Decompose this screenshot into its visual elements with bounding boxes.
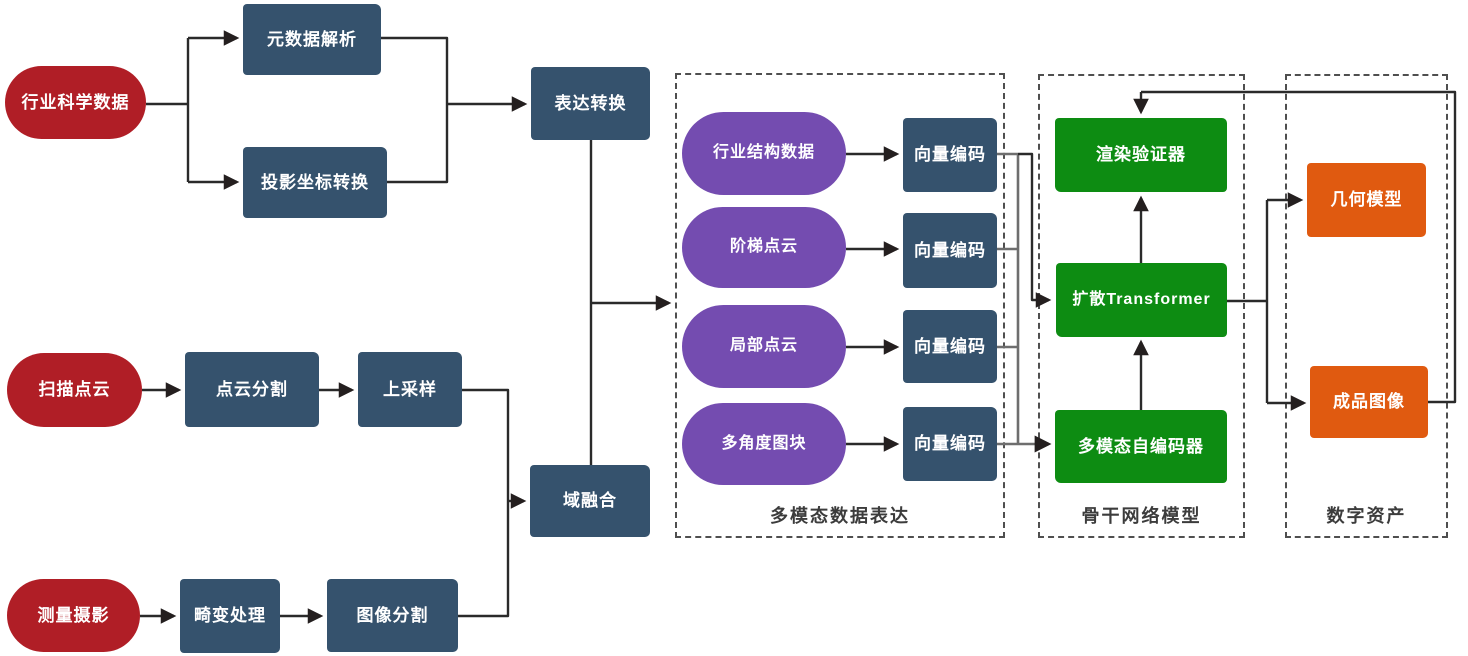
group-label-multimodal-representation: 多模态数据表达 — [770, 506, 910, 526]
node-projection-transform: 投影坐标转换 — [243, 147, 387, 218]
node-industry-structure-data: 行业结构数据 — [682, 112, 846, 195]
connector-diffusion-output-split — [1227, 200, 1269, 403]
group-label-backbone-network: 骨干网络模型 — [1081, 506, 1202, 526]
node-vector-encoding-2: 向量编码 — [903, 213, 997, 288]
node-multimodal-autoencoder: 多模态自编码器 — [1055, 410, 1227, 483]
node-distortion-processing: 畸变处理 — [180, 579, 280, 653]
group-label-digital-assets: 数字资产 — [1326, 506, 1407, 526]
node-survey-photography: 测量摄影 — [7, 579, 140, 652]
node-image-segmentation: 图像分割 — [327, 579, 458, 652]
node-vector-encoding-4: 向量编码 — [903, 407, 997, 481]
connector-industry-split — [146, 38, 190, 182]
connector-bus-to-diffusion — [1018, 152, 1052, 308]
connector-feedback-loop — [1141, 90, 1457, 404]
connector-upsample-imgseg-junction — [458, 388, 510, 618]
node-scan-point-cloud: 扫描点云 — [7, 353, 142, 427]
node-local-point-cloud: 局部点云 — [682, 305, 846, 388]
node-vector-encoding-1: 向量编码 — [903, 118, 997, 192]
node-final-image: 成品图像 — [1310, 366, 1428, 438]
node-vector-encoding-3: 向量编码 — [903, 310, 997, 383]
node-upsampling: 上采样 — [358, 352, 462, 427]
node-expression-conversion: 表达转换 — [531, 67, 650, 140]
node-metadata-parsing: 元数据解析 — [243, 4, 381, 75]
node-multi-angle-patches: 多角度图块 — [682, 403, 846, 485]
node-domain-fusion: 域融合 — [530, 465, 650, 537]
connector-encoder-bus — [997, 152, 1020, 446]
node-diffusion-transformer: 扩散Transformer — [1056, 263, 1227, 337]
connector-merge-top — [381, 36, 449, 184]
node-render-validator: 渲染验证器 — [1055, 118, 1227, 192]
group-digital-assets: 数字资产 — [1285, 74, 1448, 538]
node-stepped-point-cloud: 阶梯点云 — [682, 207, 846, 288]
group-multimodal-representation: 多模态数据表达 — [675, 73, 1005, 538]
node-point-cloud-segmentation: 点云分割 — [185, 352, 319, 427]
node-geometry-model: 几何模型 — [1307, 163, 1426, 237]
node-industry-science-data: 行业科学数据 — [5, 66, 146, 139]
